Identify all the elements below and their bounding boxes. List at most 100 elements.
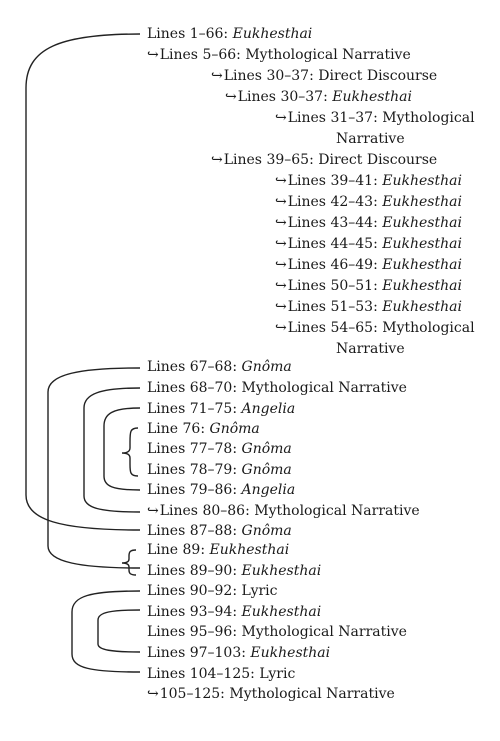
outline-line: ↪Lines 31–37: Mythological bbox=[275, 110, 475, 127]
line-genre: Angelia bbox=[241, 482, 296, 498]
outline-line: ↪Lines 30–37: Eukhesthai bbox=[225, 89, 412, 106]
line-range: Lines 78–79: bbox=[147, 462, 242, 478]
outline-line: Lines 95–96: Mythological Narrative bbox=[147, 624, 407, 641]
line-range: Line 76: bbox=[147, 421, 210, 437]
line-genre: Eukhesthai bbox=[382, 215, 462, 231]
line-genre: Mythological Narrative bbox=[241, 624, 407, 640]
line-genre: Gnôma bbox=[209, 421, 260, 437]
line-range: Lines 46–49: bbox=[287, 257, 383, 273]
sub-arrow-icon: ↪ bbox=[275, 194, 287, 210]
bracket-outer bbox=[25, 33, 141, 531]
line-range: Line 89: bbox=[147, 542, 210, 558]
line-genre: Eukhesthai bbox=[382, 173, 462, 189]
line-range: Lines 30–37: bbox=[223, 68, 319, 84]
line-genre: Mythological Narrative bbox=[241, 380, 407, 396]
sub-arrow-icon: ↪ bbox=[225, 89, 237, 105]
outline-line: Lines 1–66: Eukhesthai bbox=[147, 26, 312, 43]
line-genre: Eukhesthai bbox=[332, 89, 412, 105]
sub-arrow-icon: ↪ bbox=[275, 215, 287, 231]
line-range: Lines 90–92: bbox=[147, 583, 242, 599]
line-range: Lines 87–88: bbox=[147, 523, 242, 539]
line-range: Lines 39–41: bbox=[287, 173, 383, 189]
line-range: Lines 44–45: bbox=[287, 236, 383, 252]
line-genre: Eukhesthai bbox=[209, 542, 290, 558]
line-range: Lines 31–37: bbox=[287, 110, 383, 126]
outline-line: Lines 77–78: Gnôma bbox=[147, 441, 292, 458]
outline-line: Line 76: Gnôma bbox=[147, 421, 260, 438]
line-genre: Mythological bbox=[382, 110, 475, 126]
outline-line: ↪Lines 80–86: Mythological Narrative bbox=[147, 503, 420, 520]
bracket-eukhesthai-inner bbox=[97, 609, 141, 653]
sub-arrow-icon: ↪ bbox=[275, 173, 287, 189]
outline-line: ↪Lines 42–43: Eukhesthai bbox=[275, 194, 462, 211]
line-range: Lines 80–86: bbox=[159, 503, 255, 519]
line-range: Lines 104–125: bbox=[147, 666, 260, 682]
outline-line: ↪Lines 50–51: Eukhesthai bbox=[275, 278, 462, 295]
outline-line: Lines 68–70: Mythological Narrative bbox=[147, 380, 407, 397]
line-genre: Direct Discourse bbox=[318, 152, 438, 168]
line-genre: Narrative bbox=[336, 341, 405, 357]
line-genre: Angelia bbox=[241, 401, 296, 417]
outline-line: Lines 78–79: Gnôma bbox=[147, 462, 292, 479]
sub-arrow-icon: ↪ bbox=[147, 503, 159, 519]
line-genre: Mythological Narrative bbox=[245, 47, 411, 63]
outline-line: Lines 71–75: Angelia bbox=[147, 401, 295, 418]
line-genre: Eukhesthai bbox=[232, 26, 313, 42]
line-genre: Eukhesthai bbox=[382, 278, 462, 294]
outline-line: Lines 104–125: Lyric bbox=[147, 666, 295, 683]
outline-line: ↪Lines 30–37: Direct Discourse bbox=[211, 68, 437, 85]
line-genre: Eukhesthai bbox=[382, 257, 462, 273]
brace-gnoma bbox=[121, 427, 139, 477]
bracket-mythological bbox=[83, 387, 141, 513]
outline-line: ↪Lines 43–44: Eukhesthai bbox=[275, 215, 462, 232]
sub-arrow-icon: ↪ bbox=[275, 299, 287, 315]
line-range: Lines 50–51: bbox=[287, 278, 383, 294]
outline-line: Lines 97–103: Eukhesthai bbox=[147, 645, 330, 662]
sub-arrow-icon: ↪ bbox=[275, 278, 287, 294]
outline-line: ↪Lines 5–66: Mythological Narrative bbox=[147, 47, 411, 64]
bracket-angelia bbox=[103, 407, 141, 491]
line-genre: Narrative bbox=[336, 131, 405, 147]
outline-line: Lines 89–90: Eukhesthai bbox=[147, 563, 321, 580]
line-range: Lines 5–66: bbox=[159, 47, 246, 63]
outline-line: ↪105–125: Mythological Narrative bbox=[147, 686, 395, 703]
line-genre: Lyric bbox=[259, 666, 296, 682]
sub-arrow-icon: ↪ bbox=[275, 110, 287, 126]
line-genre: Eukhesthai bbox=[250, 645, 331, 661]
outline-line: Lines 87–88: Gnôma bbox=[147, 523, 292, 540]
outline-line: ↪Lines 51–53: Eukhesthai bbox=[275, 299, 462, 316]
line-genre: Eukhesthai bbox=[382, 194, 462, 210]
outline-line: ↪Lines 44–45: Eukhesthai bbox=[275, 236, 462, 253]
sub-arrow-icon: ↪ bbox=[275, 236, 287, 252]
line-range: Lines 68–70: bbox=[147, 380, 242, 396]
sub-arrow-icon: ↪ bbox=[211, 152, 223, 168]
bracket-gnoma-eukhesthai bbox=[47, 367, 141, 569]
line-genre: Gnôma bbox=[241, 441, 292, 457]
line-range: Lines 42–43: bbox=[287, 194, 383, 210]
line-range: Lines 67–68: bbox=[147, 359, 242, 375]
line-genre: Direct Discourse bbox=[318, 68, 438, 84]
line-genre: Eukhesthai bbox=[241, 563, 322, 579]
line-range: Lines 51–53: bbox=[287, 299, 383, 315]
line-genre: Gnôma bbox=[241, 359, 292, 375]
outline-line: Narrative bbox=[336, 131, 405, 148]
line-genre: Mythological bbox=[382, 320, 475, 336]
line-range: Lines 43–44: bbox=[287, 215, 383, 231]
outline-line: Lines 67–68: Gnôma bbox=[147, 359, 292, 376]
line-range: Lines 97–103: bbox=[147, 645, 251, 661]
line-range: Lines 79–86: bbox=[147, 482, 242, 498]
outline-line: Lines 90–92: Lyric bbox=[147, 583, 278, 600]
brace-eukhesthai bbox=[121, 549, 137, 576]
line-range: Lines 95–96: bbox=[147, 624, 242, 640]
bracket-lyric bbox=[71, 590, 141, 673]
line-range: Lines 39–65: bbox=[223, 152, 319, 168]
outline-line: ↪Lines 46–49: Eukhesthai bbox=[275, 257, 462, 274]
sub-arrow-icon: ↪ bbox=[147, 47, 159, 63]
line-range: Lines 93–94: bbox=[147, 604, 242, 620]
outline-line: ↪Lines 39–65: Direct Discourse bbox=[211, 152, 437, 169]
line-range: Lines 54–65: bbox=[287, 320, 383, 336]
outline-line: Narrative bbox=[336, 341, 405, 358]
outline-line: ↪Lines 54–65: Mythological bbox=[275, 320, 475, 337]
outline-line: Line 89: Eukhesthai bbox=[147, 542, 289, 559]
